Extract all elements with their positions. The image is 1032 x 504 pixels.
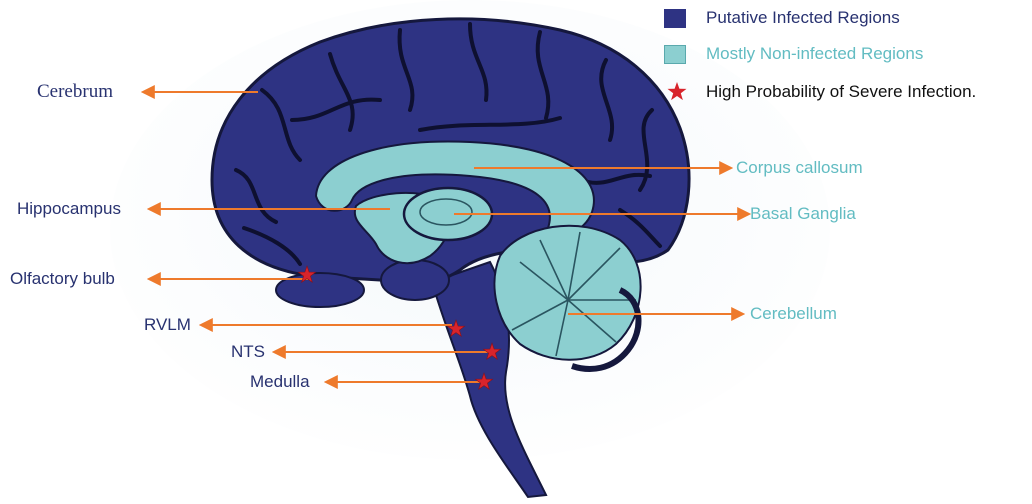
legend-infected-label: Putative Infected Regions: [706, 8, 900, 28]
label-cerebellum: Cerebellum: [750, 304, 837, 324]
label-nts: NTS: [231, 342, 265, 362]
legend-non-infected-swatch: [664, 45, 686, 64]
lower-lobe-shape: [381, 260, 449, 300]
label-rvlm: RVLM: [144, 315, 191, 335]
legend-star-label: High Probability of Severe Infection.: [706, 82, 976, 102]
label-hippocampus: Hippocampus: [17, 199, 121, 219]
label-cerebrum: Cerebrum: [37, 82, 113, 102]
label-corpus-callosum: Corpus callosum: [736, 158, 863, 178]
label-medulla: Medulla: [250, 372, 310, 392]
legend-infected-swatch: [664, 9, 686, 28]
label-olfactory-bulb: Olfactory bulb: [10, 269, 115, 289]
legend-non-infected-label: Mostly Non-infected Regions: [706, 44, 923, 64]
cerebellum-shape: [494, 226, 640, 360]
label-basal-ganglia: Basal Ganglia: [750, 204, 856, 224]
